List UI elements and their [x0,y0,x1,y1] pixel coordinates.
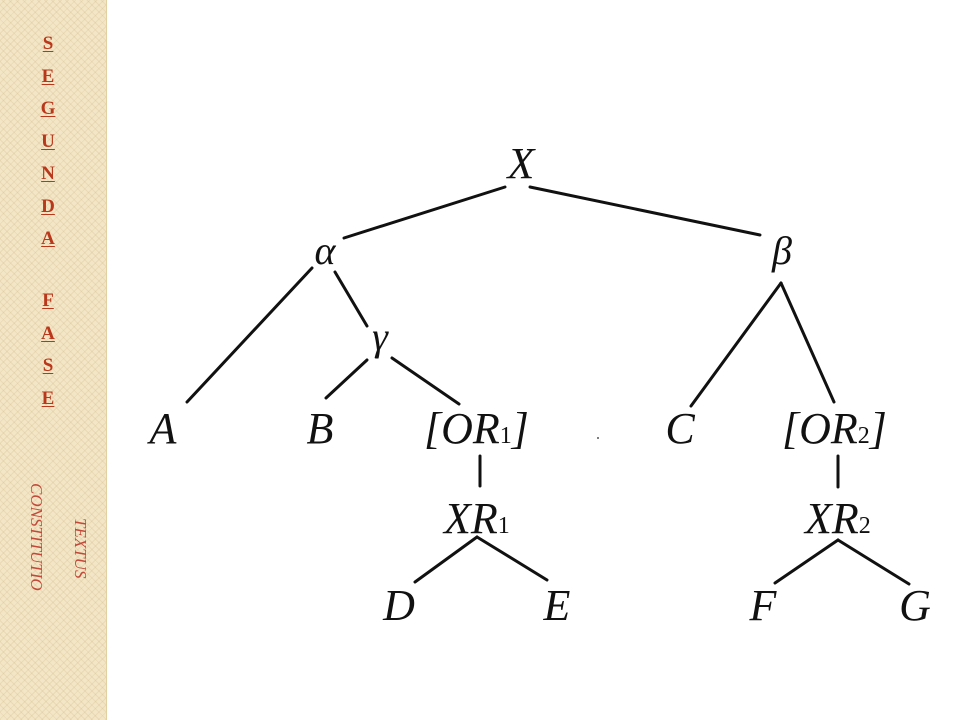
letter: D [41,195,55,217]
xr1-main: XR [442,494,498,543]
edge-xr1-e [475,535,549,582]
node-beta: β [771,228,792,273]
or2-main: [OR [782,404,858,453]
edge-beta-c [689,281,783,408]
edge-alpha-a [185,266,314,404]
node-a: A [147,404,178,453]
letter: F [42,290,54,311]
edge-x-beta [528,185,762,237]
edge-alpha-gamma [333,270,369,328]
node-or1: [OR1] [424,404,529,453]
node-or2: [OR2] [782,404,887,453]
letter: E [41,387,55,409]
edge-beta-or2 [779,281,836,404]
edge-xr1-d [413,535,479,584]
letter: N [41,163,55,184]
word-segunda: S E G U N D A [0,28,96,256]
letter: E [41,65,55,87]
letter: A [41,322,55,344]
letter: G [40,98,56,119]
or1-close: ] [510,404,529,453]
node-xr1: XR1 [442,494,510,543]
edge-xr2-g [836,538,911,586]
node-x: X [506,139,537,188]
edge-gamma-b [324,358,369,400]
edge-x-alpha [342,185,507,240]
or1-subscript: 1 [500,423,512,449]
node-d: D [382,581,415,630]
or2-close: ] [868,404,887,453]
letter: A [41,228,55,249]
node-f: F [749,581,778,630]
xr1-subscript: 1 [498,513,510,539]
xr2-main: XR [803,494,859,543]
letter: U [41,130,55,152]
edge-xr2-f [773,538,840,585]
xr2-subscript: 2 [859,513,871,539]
word-fase: F A S E [0,285,96,415]
node-gamma: γ [372,314,389,359]
node-alpha: α [315,228,337,273]
node-xr2: XR2 [803,494,871,543]
stray-dot [597,437,599,439]
or1-main: [OR [424,404,500,453]
node-e: E [543,581,571,630]
sidebar: S E G U N D A F A S E CONSTITUTIO TEXTUS [0,0,107,720]
node-b: B [307,404,334,453]
letter: S [42,355,54,376]
letter: S [42,33,54,54]
tree-edges [185,185,911,586]
edge-gamma-or1 [390,356,461,406]
node-c: C [665,404,695,453]
node-g: G [899,581,931,630]
or2-subscript: 2 [858,423,870,449]
